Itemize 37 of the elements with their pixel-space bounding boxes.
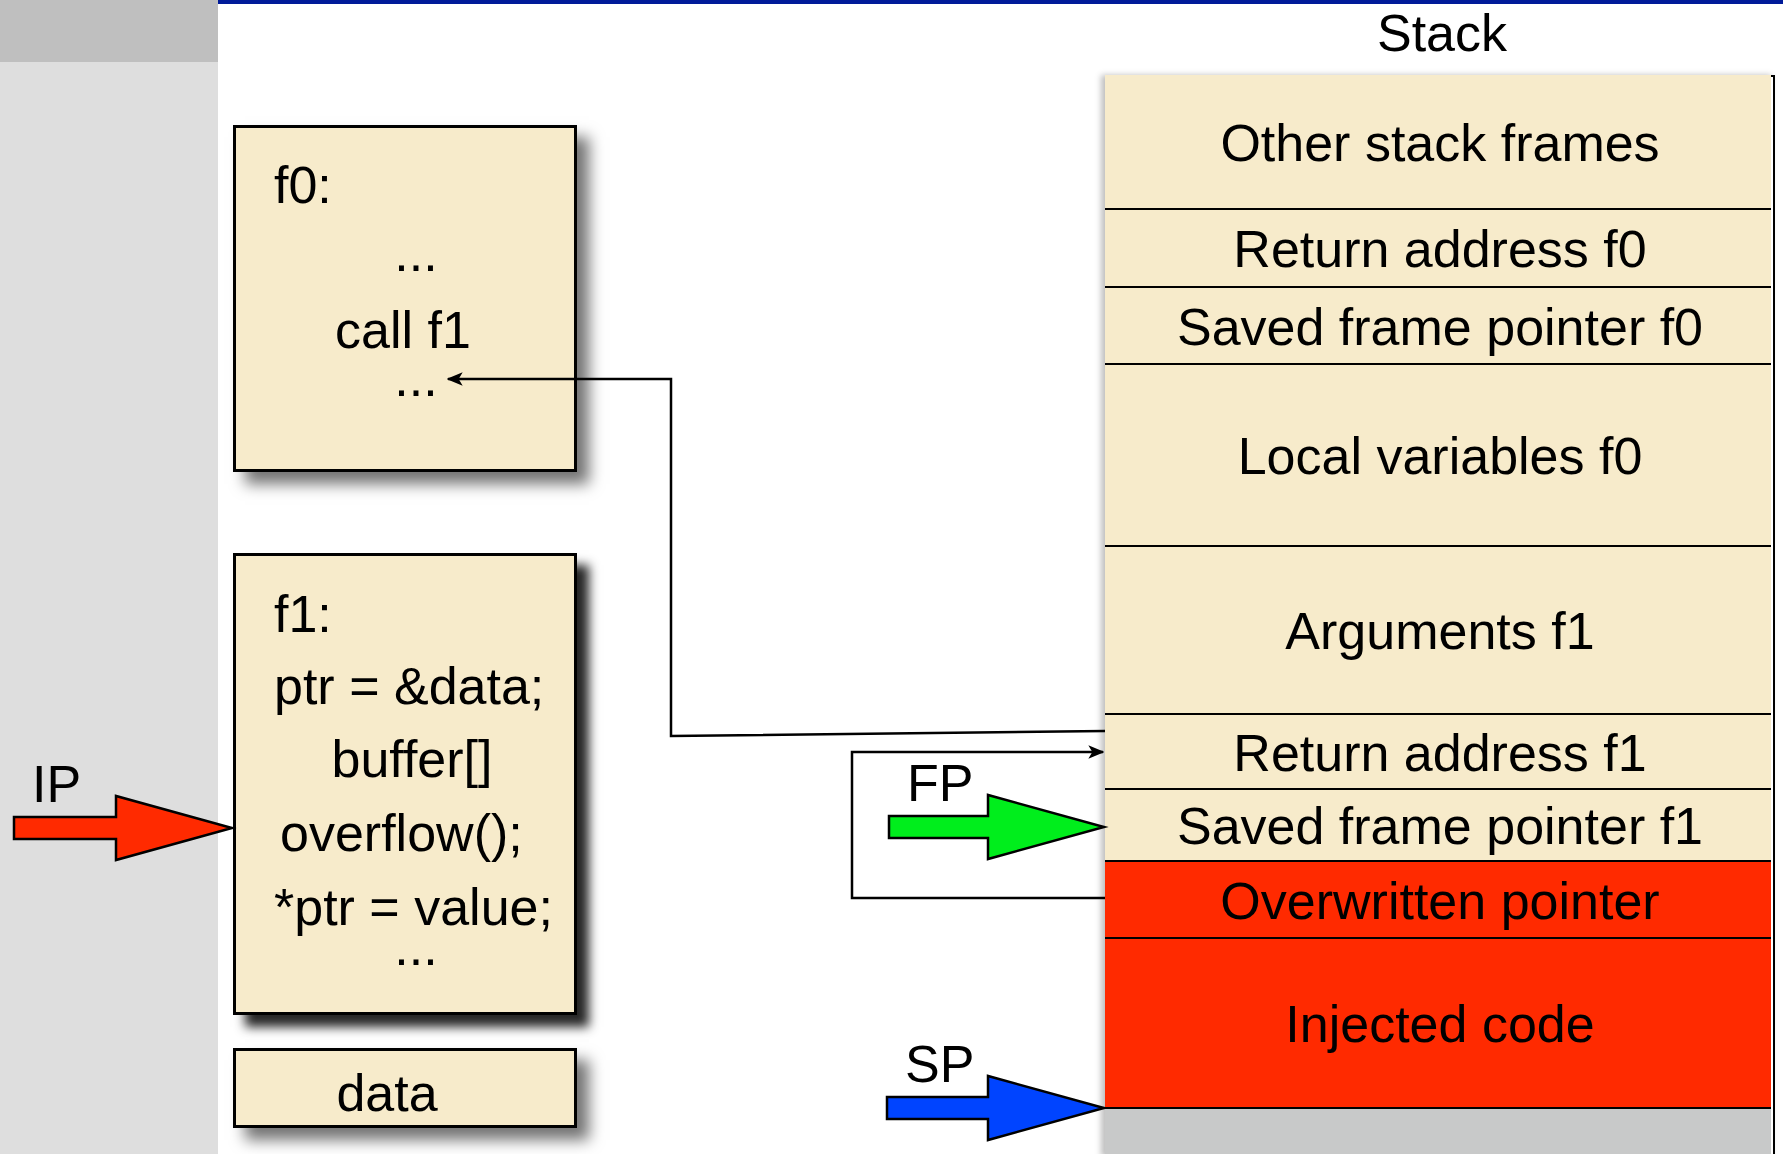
slot-label: Arguments f1 [1285,601,1595,661]
pointer-arrow [887,793,1109,861]
code-line: ptr = &data; [274,656,545,716]
edge-label: SP [905,1034,975,1094]
stack-slot [1105,547,1771,715]
stack-slot [1105,790,1771,862]
code-line: buffer[] [331,729,493,789]
code-line: ... [394,223,438,283]
slot-label: Overwritten pointer [1220,870,1660,931]
stack-slot [1105,288,1771,365]
code-box [233,553,577,1015]
arrow [446,372,1105,738]
stack-slot [1105,715,1771,790]
code-line: data [336,1063,438,1123]
slot-label: Saved frame pointer f0 [1176,296,1704,357]
stack-slot [1105,862,1771,939]
stack-slot [1105,365,1771,547]
code-line: f0: [274,155,332,215]
stack-slot [1105,210,1771,288]
slot-label: Return address f1 [1233,722,1647,783]
slot-label: Saved frame pointer f1 [1176,796,1704,856]
slot-label: Other stack frames [1220,112,1660,173]
code-line: overflow(); [280,803,523,863]
slot-label: Return address f0 [1233,219,1647,279]
arrow [850,745,1105,900]
edge-label: FP [907,753,974,813]
stack-slot [1105,1109,1771,1154]
slot-label: Injected code [1285,994,1595,1054]
stack-title: Stack [1376,3,1508,63]
stack-slot [1105,75,1771,210]
stack-slot [1105,939,1771,1109]
code-line: f1: [274,584,332,644]
slot-label: Local variables f0 [1237,426,1643,486]
edge-label: IP [32,754,82,814]
code-box [233,125,577,472]
pointer-arrow [12,794,237,862]
code-box [233,1048,577,1128]
